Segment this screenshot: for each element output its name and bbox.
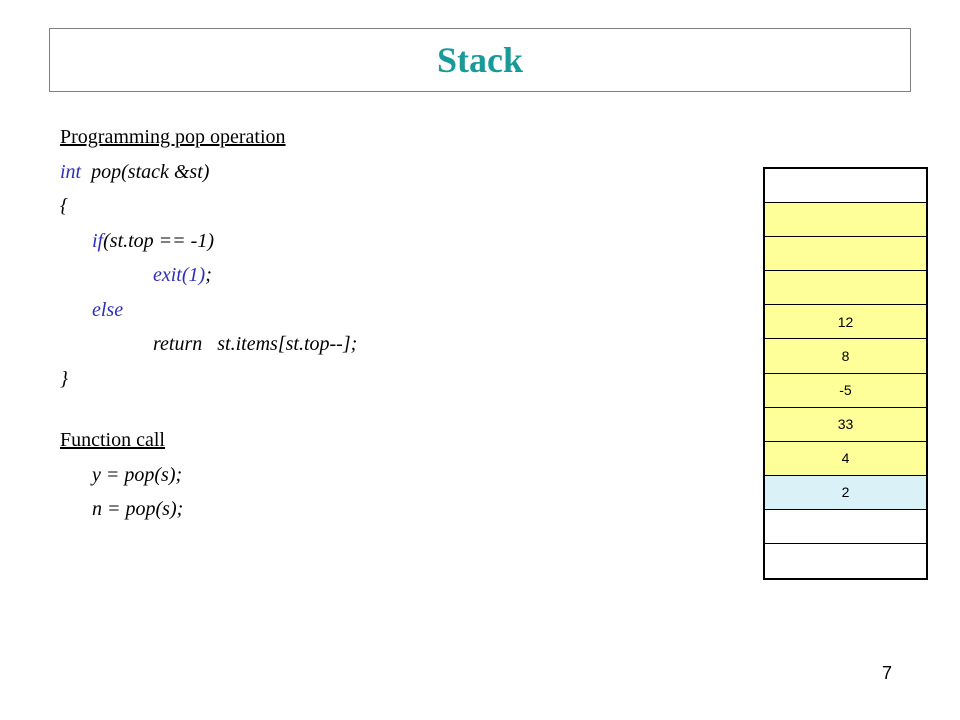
stack-cell-top: 2 [765,475,926,510]
code-if-condition: (st.top == -1) [103,229,214,252]
stack-cell: 4 [765,441,926,476]
stack-cell [765,237,926,272]
stack-cell: 33 [765,407,926,442]
stack-cell: 12 [765,305,926,340]
stack-cell [765,271,926,306]
heading-pop-operation: Programming pop operation [60,126,286,148]
code-type-keyword: int [60,160,82,183]
title-box: Stack [49,28,911,92]
code-if-keyword: if [92,229,104,252]
page-number: 7 [882,663,893,683]
code-exit-line: exit(1); [60,258,680,293]
code-return-line: return st.items[st.top--]; [153,333,358,355]
code-else-keyword: else [92,298,124,321]
call-line-1: y = pop(s); [92,463,183,486]
stack-cell: 8 [765,339,926,374]
code-close-brace: } [60,367,68,390]
heading-function-call: Function call [60,429,165,451]
stack-cell [765,203,926,238]
stack-cell [765,544,926,579]
code-if-line: if(st.top == -1) [60,224,680,259]
stack-cell: -5 [765,373,926,408]
code-exit-semicolon: ; [205,264,212,286]
code-signature: int pop(stack &st) [60,155,680,190]
code-signature-rest: pop(stack &st) [81,160,210,183]
stack-cell [765,509,926,545]
slide-title: Stack [436,40,523,80]
call-line-2: n = pop(s); [92,498,184,520]
stack-cell [765,169,926,204]
stack-diagram: 12 8 -5 33 4 2 [763,167,928,581]
slide-content: Programming pop operation int pop(stack … [60,120,680,527]
spacer [60,396,680,423]
code-exit-call: exit(1) [153,264,206,286]
code-open-brace: { [60,195,68,217]
